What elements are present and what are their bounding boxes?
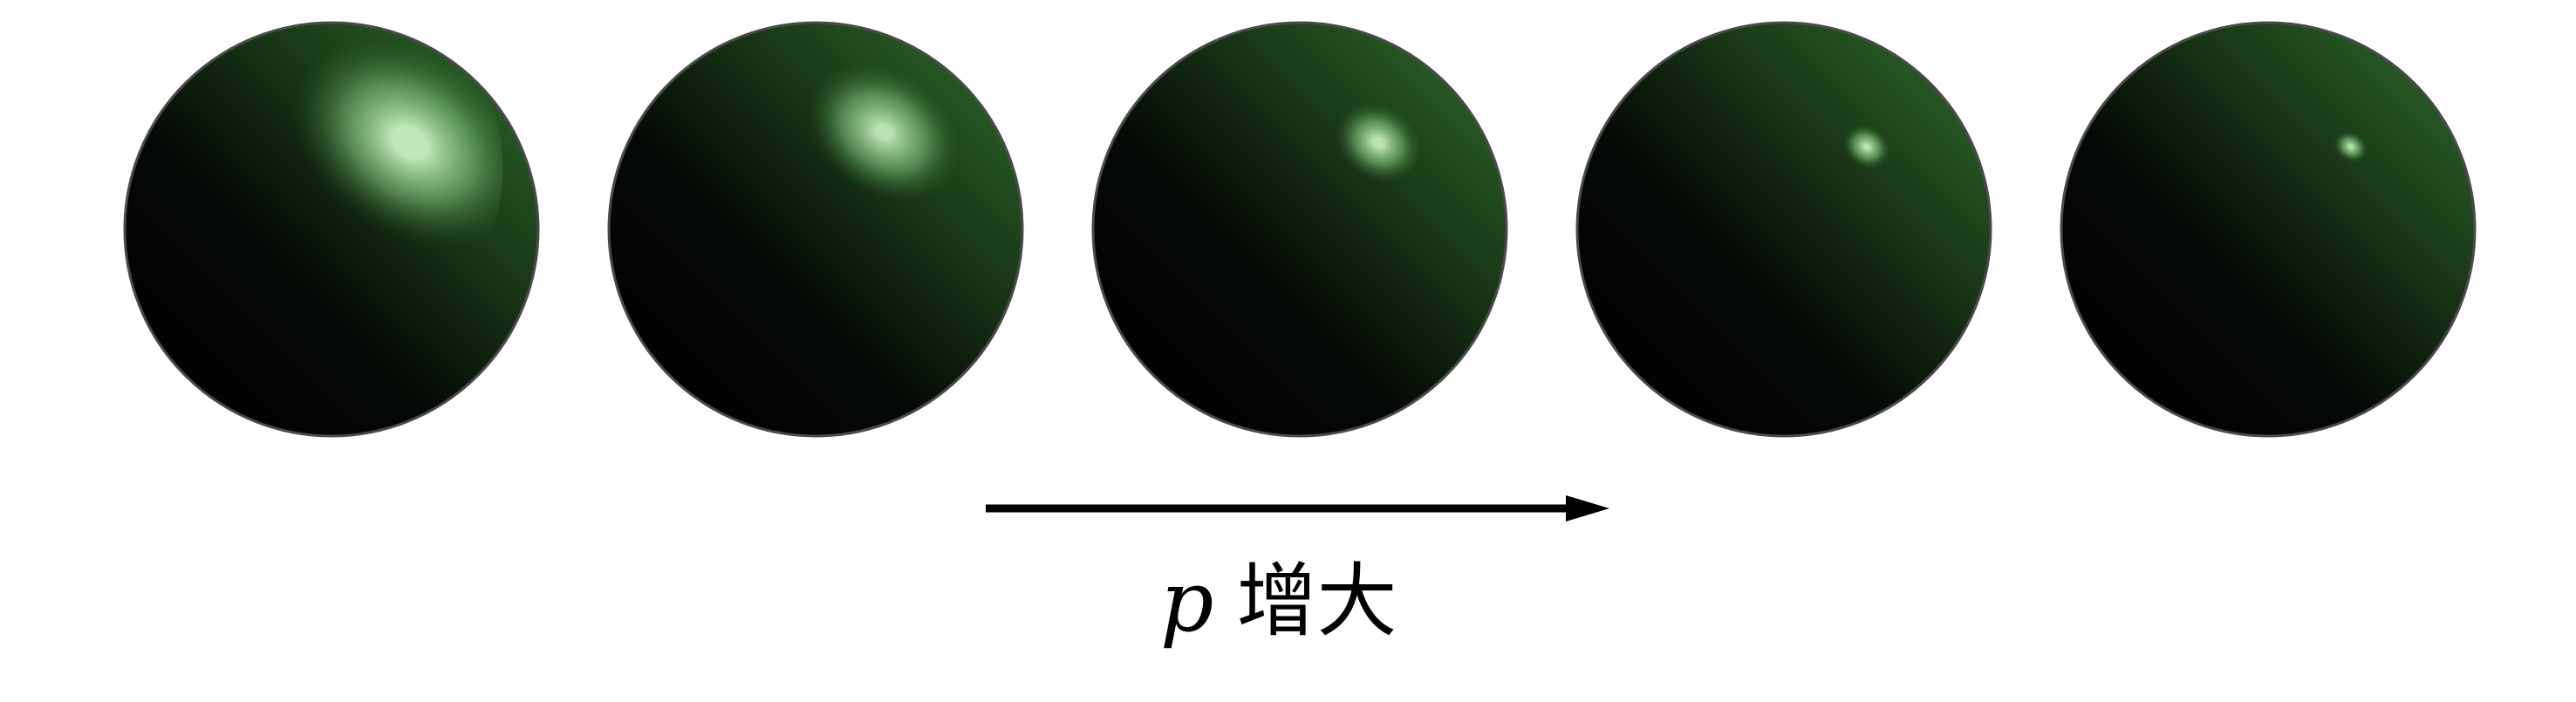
increase-arrow	[986, 495, 1609, 521]
arrow-caption: p 增大	[1160, 549, 1397, 654]
sphere-body	[1575, 21, 1992, 438]
sphere-5	[2060, 21, 2477, 438]
specular-highlight	[292, 37, 528, 248]
specular-highlight	[1335, 102, 1422, 183]
sphere-2	[607, 21, 1024, 438]
sphere-4	[1575, 21, 1992, 438]
sphere-body	[1091, 21, 1508, 438]
arrow-head	[1566, 495, 1609, 521]
caption-text: 增大	[1236, 555, 1397, 648]
specular-highlight	[807, 62, 960, 202]
sphere-1	[123, 21, 540, 438]
spheres-row	[123, 21, 2477, 438]
sphere-body	[2060, 21, 2477, 438]
specular-highlight	[2333, 131, 2368, 163]
caption-variable: p	[1160, 553, 1214, 651]
sphere-3	[1091, 21, 1508, 438]
specular-highlight	[1842, 124, 1890, 169]
sphere-body	[607, 21, 1024, 438]
